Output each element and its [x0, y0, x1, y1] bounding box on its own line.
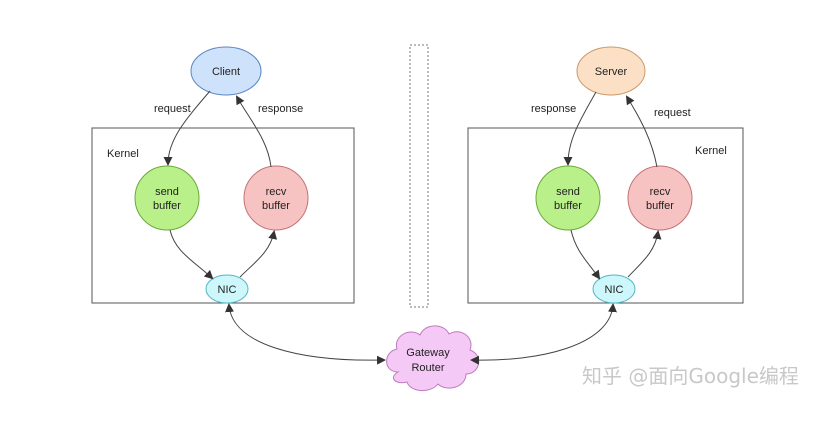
client-request-arrow [163, 90, 211, 166]
server-label: Server [595, 66, 628, 78]
client-send-buffer-node [134, 165, 200, 231]
server-request-arrow [625, 95, 658, 168]
server-response-label: response [531, 103, 576, 115]
client-response-label: response [258, 103, 303, 115]
client-send-to-nic-arrow [169, 229, 214, 280]
server-kernel-box [467, 127, 744, 304]
server-send-to-nic-arrow [570, 229, 601, 280]
server-nic-label: NIC [605, 284, 624, 296]
client-recv-buffer-node [243, 165, 309, 231]
client-nic-to-recv-arrow [239, 230, 278, 278]
client-label: Client [212, 66, 240, 78]
client-send-buffer-line1: send [155, 186, 179, 198]
server-kernel-label: Kernel [695, 145, 727, 157]
server-node [576, 46, 646, 96]
server-send-buffer-node [535, 165, 601, 231]
server-send-buffer-line2: buffer [554, 200, 582, 212]
gateway-label-line2: Router [411, 362, 444, 374]
gateway-cloud [386, 325, 480, 391]
server-nic-node [592, 274, 636, 304]
client-nic-node [205, 274, 249, 304]
client-response-arrow [236, 95, 272, 168]
server-recv-buffer-line2: buffer [646, 200, 674, 212]
client-send-buffer-line2: buffer [153, 200, 181, 212]
gateway-label-line1: Gateway [406, 347, 450, 359]
client-recv-buffer-line2: buffer [262, 200, 290, 212]
server-nic-to-recv-arrow [627, 230, 662, 278]
client-nic-label: NIC [218, 284, 237, 296]
client-nic-gateway-link [225, 303, 386, 365]
client-kernel-label: Kernel [107, 148, 139, 160]
server-recv-buffer-line1: recv [650, 186, 671, 198]
server-send-buffer-line1: send [556, 186, 580, 198]
server-recv-buffer-node [627, 165, 693, 231]
client-request-label: request [154, 103, 191, 115]
server-nic-gateway-link [470, 303, 617, 365]
divider [409, 44, 429, 308]
server-request-label: request [654, 107, 691, 119]
client-recv-buffer-line1: recv [266, 186, 287, 198]
watermark-text: 知乎 @面向Google编程 [582, 364, 799, 388]
client-node [190, 46, 262, 96]
server-response-arrow [563, 91, 597, 166]
